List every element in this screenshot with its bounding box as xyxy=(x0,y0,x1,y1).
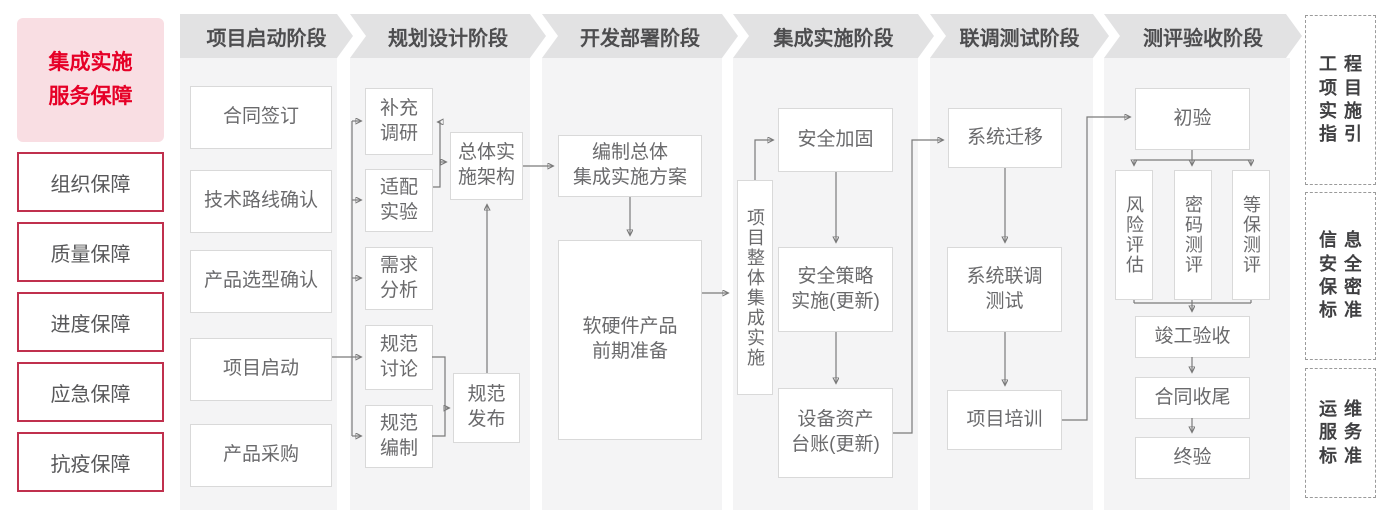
box-spec-release: 规范 发布 xyxy=(453,373,520,443)
box-project-kickoff: 项目启动 xyxy=(190,338,332,401)
box-product-procurement: 产品采购 xyxy=(190,424,332,487)
box-system-joint-debugging-test: 系统联调 测试 xyxy=(947,247,1062,332)
box-spec-discussion: 规范 讨论 xyxy=(365,325,433,390)
box-equipment-asset-ledger: 设备资产 台账(更新) xyxy=(778,388,893,478)
box-overall-implementation-architecture: 总体实 施架构 xyxy=(450,132,523,200)
box-product-selection-confirm: 产品选型确认 xyxy=(190,250,332,313)
sidebar-item-quality-guarantee: 质量保障 xyxy=(17,222,164,282)
box-project-overall-integration: 项目整体集成实施 xyxy=(737,180,773,395)
sidebar-item-schedule-guarantee: 进度保障 xyxy=(17,292,164,352)
banner-planning-design: 规划设计阶段 xyxy=(350,14,546,58)
banner-evaluation-acceptance: 测评验收阶段 xyxy=(1104,14,1302,58)
box-security-hardening: 安全加固 xyxy=(778,108,893,172)
sidebar-item-organization-guarantee: 组织保障 xyxy=(17,152,164,212)
banner-joint-testing: 联调测试阶段 xyxy=(930,14,1109,58)
box-contract-closure: 合同收尾 xyxy=(1135,377,1250,419)
sidebar-item-emergency-guarantee: 应急保障 xyxy=(17,362,164,422)
banner-project-initiation: 项目启动阶段 xyxy=(180,14,353,58)
box-overall-integration-plan: 编制总体 集成实施方案 xyxy=(558,135,702,197)
box-hw-sw-preparation: 软硬件产品 前期准备 xyxy=(558,240,702,440)
box-crypto-evaluation: 密码测评 xyxy=(1174,170,1212,300)
box-risk-assessment: 风险评估 xyxy=(1115,170,1153,300)
box-system-migration: 系统迁移 xyxy=(948,108,1062,168)
box-security-policy-implementation: 安全策略 实施(更新) xyxy=(778,247,893,332)
box-tech-route-confirm: 技术路线确认 xyxy=(190,170,332,233)
box-contract-signing: 合同签订 xyxy=(190,86,332,149)
sidebar-title-card: 集成实施 服务保障 xyxy=(17,18,164,142)
box-requirements-analysis: 需求 分析 xyxy=(365,247,433,310)
standard-project-implementation-guide: 工程 项目 实施 指引 xyxy=(1305,15,1376,185)
box-spec-compilation: 规范 编制 xyxy=(365,405,433,468)
sidebar-item-epidemic-guarantee: 抗疫保障 xyxy=(17,432,164,492)
box-preliminary-acceptance: 初验 xyxy=(1135,88,1250,150)
box-supplementary-research: 补充 调研 xyxy=(365,88,433,155)
box-adaptation-experiment: 适配 实验 xyxy=(365,169,433,232)
box-project-training: 项目培训 xyxy=(947,390,1062,450)
box-final-acceptance: 终验 xyxy=(1135,437,1250,479)
standard-infosec-confidentiality: 信息 安全 保密 标准 xyxy=(1305,192,1376,360)
box-completion-acceptance: 竣工验收 xyxy=(1135,316,1250,358)
standard-om-service: 运维 服务 标准 xyxy=(1305,368,1376,498)
banner-development-deployment: 开发部署阶段 xyxy=(542,14,738,58)
box-classified-protection-evaluation: 等保测评 xyxy=(1232,170,1270,300)
banner-integration-implementation: 集成实施阶段 xyxy=(733,14,934,58)
